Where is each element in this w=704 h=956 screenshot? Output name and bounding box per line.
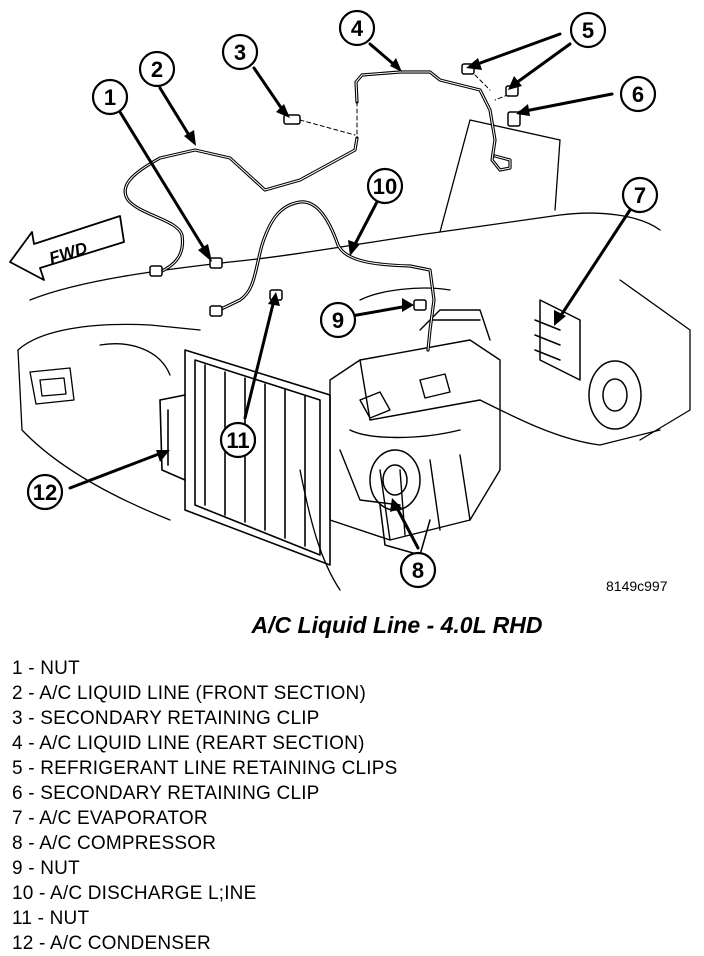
legend-item: 1 - NUT [12, 658, 80, 679]
legend-item: 2 - A/C LIQUID LINE (FRONT SECTION) [12, 683, 366, 704]
legend-item: 5 - REFRIGERANT LINE RETAINING CLIPS [12, 758, 398, 779]
legend-item: 12 - A/C CONDENSER [12, 933, 211, 954]
engine-bay-diagram: FWD 1 2 3 4 5 6 7 8 9 10 11 12 [9, 9, 691, 591]
legend-item: 9 - NUT [12, 858, 80, 879]
callout-6: 6 [632, 82, 644, 107]
legend-list: 1 - NUT 2 - A/C LIQUID LINE (FRONT SECTI… [12, 656, 398, 956]
callout-8: 8 [412, 558, 424, 583]
fwd-arrow [9, 215, 125, 281]
callout-9: 9 [332, 308, 344, 333]
callout-7: 7 [634, 183, 646, 208]
callout-11: 11 [226, 428, 249, 453]
callouts [26, 9, 659, 589]
legend-item: 3 - SECONDARY RETAINING CLIP [12, 708, 320, 729]
condenser-outline [159, 349, 331, 566]
callout-5: 5 [582, 18, 594, 43]
callout-2: 2 [151, 57, 163, 82]
callout-12: 12 [33, 480, 57, 505]
figure-title: A/C Liquid Line - 4.0L RHD [251, 612, 543, 638]
callout-3: 3 [234, 40, 246, 65]
legend-item: 6 - SECONDARY RETAINING CLIP [12, 783, 320, 804]
legend-item: 10 - A/C DISCHARGE L;INE [12, 883, 257, 904]
callout-1: 1 [104, 85, 116, 110]
figure-code: 8149c997 [606, 578, 668, 594]
legend-item: 7 - A/C EVAPORATOR [12, 808, 208, 829]
legend-item: 4 - A/C LIQUID LINE (REART SECTION) [12, 733, 365, 754]
vehicle-body-outline [17, 119, 691, 591]
compressor [369, 449, 431, 556]
evaporator-housing [534, 299, 642, 430]
nuts-and-clips [149, 63, 521, 317]
legend-item: 11 - NUT [12, 908, 90, 929]
callout-4: 4 [351, 16, 364, 41]
legend-item: 8 - A/C COMPRESSOR [12, 833, 217, 854]
engine-block [329, 309, 501, 541]
leader-lines [68, 32, 632, 550]
callout-10: 10 [373, 174, 397, 199]
